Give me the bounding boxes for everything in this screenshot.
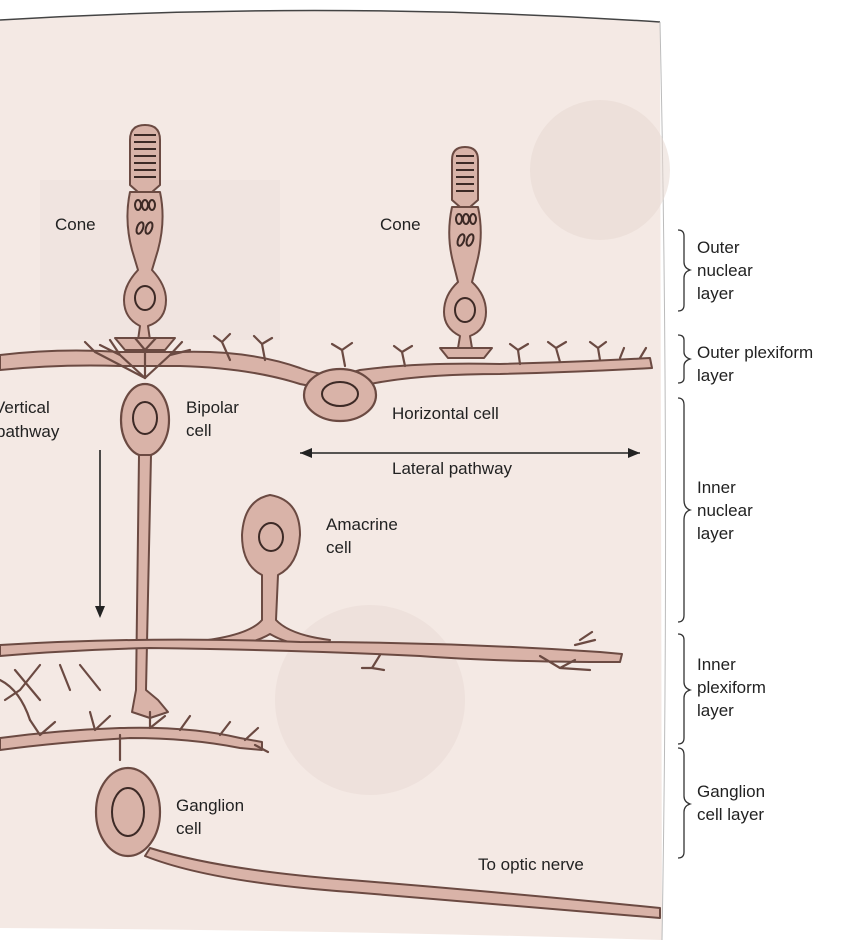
- brace-inner-plexiform: [678, 634, 690, 744]
- bipolar-label-line2: cell: [186, 421, 212, 440]
- vertical-pathway-label-line1: Vertical: [0, 398, 50, 417]
- brace-ganglion-layer: [678, 748, 690, 858]
- layer-outer-nuclear-line1: Outer: [697, 238, 740, 257]
- bipolar-label-line1: Bipolar: [186, 398, 239, 417]
- layer-ganglion-line1: Ganglion: [697, 782, 765, 801]
- layer-inner-plexiform-line2: plexiform: [697, 678, 766, 697]
- horizontal-cell-soma: [304, 369, 376, 421]
- horizontal-cell: [304, 369, 376, 421]
- cone-left-discs: [134, 135, 156, 177]
- layer-outer-plexiform-line1: Outer plexiform: [697, 343, 813, 362]
- layer-inner-nuclear-line1: Inner: [697, 478, 736, 497]
- layer-outer-plexiform-line2: layer: [697, 366, 734, 385]
- layer-labels: Outer nuclear layer Outer plexiform laye…: [697, 238, 813, 824]
- optic-nerve-label: To optic nerve: [478, 855, 584, 874]
- ganglion-cell-soma: [96, 768, 160, 856]
- layer-inner-nuclear-line3: layer: [697, 524, 734, 543]
- horizontal-cell-label: Horizontal cell: [392, 404, 499, 423]
- ganglion-label-line1: Ganglion: [176, 796, 244, 815]
- layer-inner-plexiform-line3: layer: [697, 701, 734, 720]
- layer-ganglion-line2: cell layer: [697, 805, 764, 824]
- cone-right-label: Cone: [380, 215, 421, 234]
- bipolar-cell-soma: [121, 384, 169, 456]
- cone-left-pedicle: [115, 338, 175, 350]
- amacrine-label-line2: cell: [326, 538, 352, 557]
- layer-outer-nuclear-line3: layer: [697, 284, 734, 303]
- amacrine-label-line1: Amacrine: [326, 515, 398, 534]
- brace-outer-nuclear: [678, 230, 690, 311]
- lateral-pathway-label: Lateral pathway: [392, 459, 513, 478]
- cone-left-label: Cone: [55, 215, 96, 234]
- layer-inner-nuclear-line2: nuclear: [697, 501, 753, 520]
- cone-right-pedicle: [440, 348, 492, 358]
- brace-inner-nuclear: [678, 398, 690, 622]
- brace-outer-plexiform: [678, 335, 690, 383]
- layer-braces: [678, 230, 690, 858]
- layer-outer-nuclear-line2: nuclear: [697, 261, 753, 280]
- ganglion-label-line2: cell: [176, 819, 202, 838]
- vertical-pathway-label-line2: pathway: [0, 422, 60, 441]
- layer-inner-plexiform-line1: Inner: [697, 655, 736, 674]
